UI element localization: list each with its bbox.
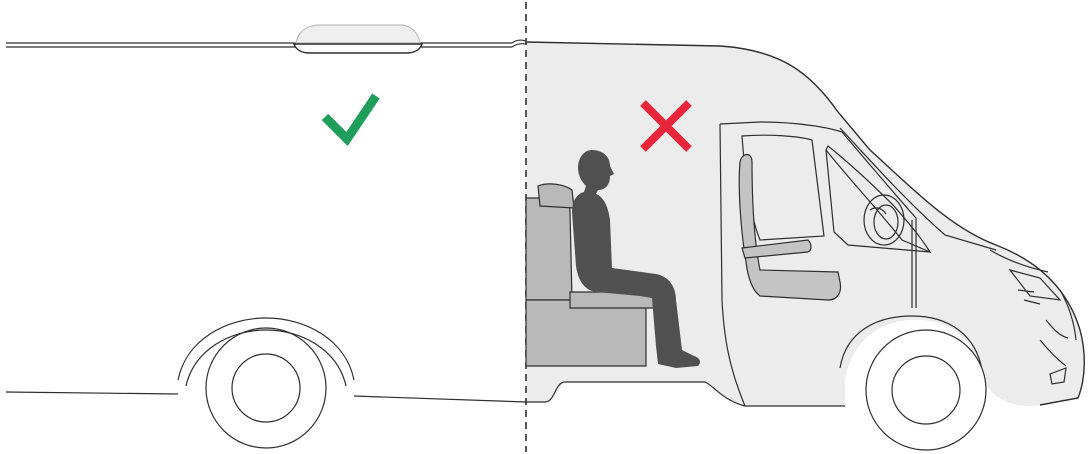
- check-icon: [325, 96, 376, 139]
- roof-line: [6, 40, 526, 47]
- roof-unit-icon: [294, 25, 422, 53]
- rear-wheel-icon: [178, 318, 354, 448]
